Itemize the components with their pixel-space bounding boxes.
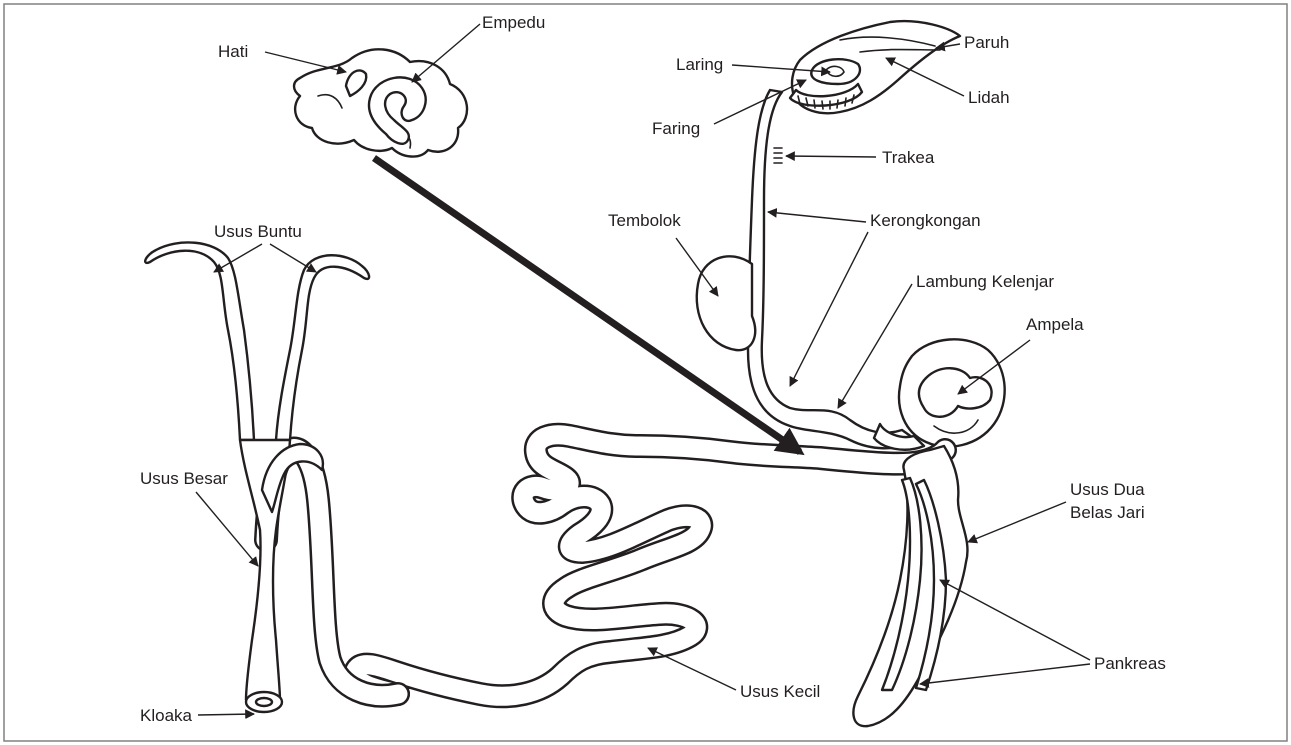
label-trakea: Trakea	[882, 148, 935, 167]
label-usus-besar: Usus Besar	[140, 469, 228, 488]
pointer-pankreas-1	[940, 580, 1090, 660]
small-intestine	[355, 435, 945, 696]
label-usus-kecil: Usus Kecil	[740, 682, 820, 701]
label-lambung-kelenjar: Lambung Kelenjar	[916, 272, 1054, 291]
label-kerongkongan: Kerongkongan	[870, 211, 981, 230]
label-usus-dua-belas-jari-1: Usus Dua	[1070, 480, 1145, 499]
pointer-usus-kecil	[648, 648, 736, 690]
pointer-usus-besar	[196, 492, 258, 566]
pointer-kloaka	[198, 714, 254, 715]
pointer-kerongkongan-2	[790, 232, 868, 386]
label-ampela: Ampela	[1026, 315, 1084, 334]
pointer-pankreas-2	[920, 664, 1090, 684]
esophagus	[748, 90, 916, 448]
pointer-trakea	[786, 156, 876, 157]
pointer-hati	[265, 52, 346, 72]
label-laring: Laring	[676, 55, 723, 74]
pointer-usus-buntu-2	[270, 244, 316, 272]
label-usus-buntu: Usus Buntu	[214, 222, 302, 241]
label-kloaka: Kloaka	[140, 706, 193, 725]
crop	[697, 256, 755, 350]
gizzard	[899, 339, 1005, 446]
label-faring: Faring	[652, 119, 700, 138]
head-beak	[790, 21, 960, 113]
label-lidah: Lidah	[968, 88, 1010, 107]
label-paruh: Paruh	[964, 33, 1009, 52]
cloaca	[246, 692, 282, 712]
pointer-usus-dua-belas-jari	[968, 502, 1066, 542]
label-hati: Hati	[218, 42, 248, 61]
pointer-kerongkongan-1	[768, 212, 866, 222]
label-empedu: Empedu	[482, 13, 545, 32]
diagram-frame	[4, 4, 1287, 741]
label-usus-dua-belas-jari-2: Belas Jari	[1070, 503, 1145, 522]
label-tembolok: Tembolok	[608, 211, 681, 230]
ceca	[145, 242, 369, 440]
label-pankreas: Pankreas	[1094, 654, 1166, 673]
